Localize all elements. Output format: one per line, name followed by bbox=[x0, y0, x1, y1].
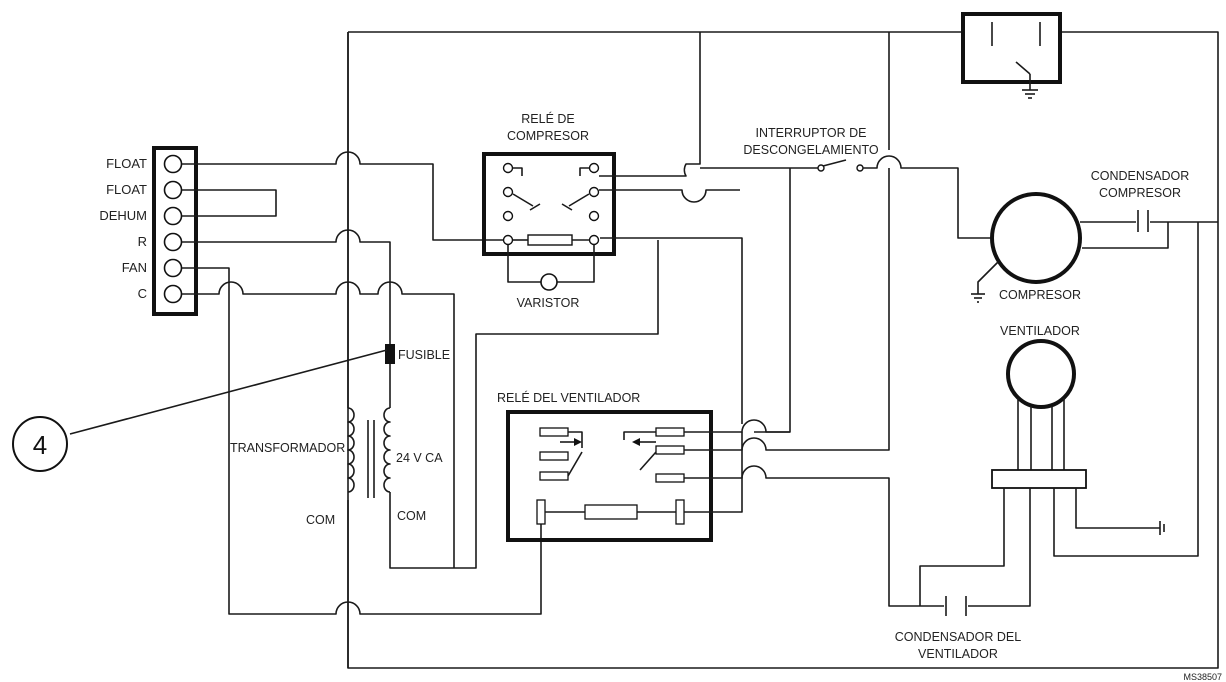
callout-number: 4 bbox=[33, 430, 47, 460]
fan-relay: RELÉ DEL VENTILADOR bbox=[497, 168, 944, 607]
ground-icon bbox=[971, 293, 985, 303]
terminal-label: FLOAT bbox=[106, 156, 147, 171]
terminal-label: C bbox=[138, 286, 147, 301]
terminal-strip: FLOAT FLOAT DEHUM R FAN C bbox=[99, 146, 198, 316]
ground-icon bbox=[1022, 89, 1038, 99]
transformer: TRANSFORMADOR 24 V CA COM COM bbox=[230, 240, 659, 569]
com-left-label: COM bbox=[306, 513, 335, 527]
fan-relay-label: RELÉ DEL VENTILADOR bbox=[497, 390, 640, 405]
ground-icon bbox=[1159, 521, 1165, 535]
varistor-label: VARISTOR bbox=[517, 296, 580, 310]
fan-capacitor-label-line2: VENTILADOR bbox=[918, 647, 998, 661]
compressor-relay: RELÉ DE COMPRESOR VARISTOR bbox=[482, 32, 743, 424]
defrost-switch-label-line2: DESCONGELAMIENTO bbox=[743, 143, 878, 157]
fan-capacitor-label-line1: CONDENSADOR DEL bbox=[895, 630, 1021, 644]
terminal-fan bbox=[163, 258, 183, 278]
terminal-float-2 bbox=[163, 180, 183, 200]
terminal-float-1 bbox=[163, 154, 183, 174]
terminal-label: R bbox=[138, 234, 147, 249]
terminal-label: FLOAT bbox=[106, 182, 147, 197]
compressor-capacitor-label-line2: COMPRESOR bbox=[1099, 186, 1181, 200]
voltage-label: 24 V CA bbox=[396, 451, 443, 465]
figure-code: MS38507 bbox=[1183, 672, 1222, 682]
terminal-r bbox=[163, 232, 183, 252]
compressor: COMPRESOR CONDENSADOR COMPRESOR bbox=[971, 169, 1218, 303]
defrost-switch-label-line1: INTERRUPTOR DE bbox=[756, 126, 867, 140]
defrost-switch: INTERRUPTOR DE DESCONGELAMIENTO bbox=[700, 126, 990, 433]
terminal-c bbox=[163, 284, 183, 304]
top-right-switch bbox=[888, 12, 1062, 150]
compressor-icon bbox=[990, 192, 1082, 284]
com-right-label: COM bbox=[397, 509, 426, 523]
terminal-label: DEHUM bbox=[99, 208, 147, 223]
varistor-icon bbox=[540, 273, 558, 291]
fan-label: VENTILADOR bbox=[1000, 324, 1080, 338]
transformer-label: TRANSFORMADOR bbox=[230, 441, 345, 455]
primary-coil bbox=[347, 407, 355, 493]
secondary-coil bbox=[383, 407, 391, 493]
compressor-relay-label-line1: RELÉ DE bbox=[521, 111, 575, 126]
compressor-relay-label-line2: COMPRESOR bbox=[507, 129, 589, 143]
terminal-dehum bbox=[163, 206, 183, 226]
fuse: FUSIBLE bbox=[385, 344, 450, 408]
compressor-capacitor-label-line1: CONDENSADOR bbox=[1091, 169, 1190, 183]
callout-4: 4 bbox=[12, 349, 388, 472]
fuse-label: FUSIBLE bbox=[398, 348, 450, 362]
fan-motor-icon bbox=[1006, 339, 1076, 409]
control-wires bbox=[182, 32, 542, 668]
terminal-label: FAN bbox=[122, 260, 147, 275]
outer-frame-wires bbox=[347, 31, 1219, 669]
compressor-label: COMPRESOR bbox=[999, 288, 1081, 302]
fan: VENTILADOR CONDENSADOR DEL VENTILADOR bbox=[895, 222, 1199, 661]
